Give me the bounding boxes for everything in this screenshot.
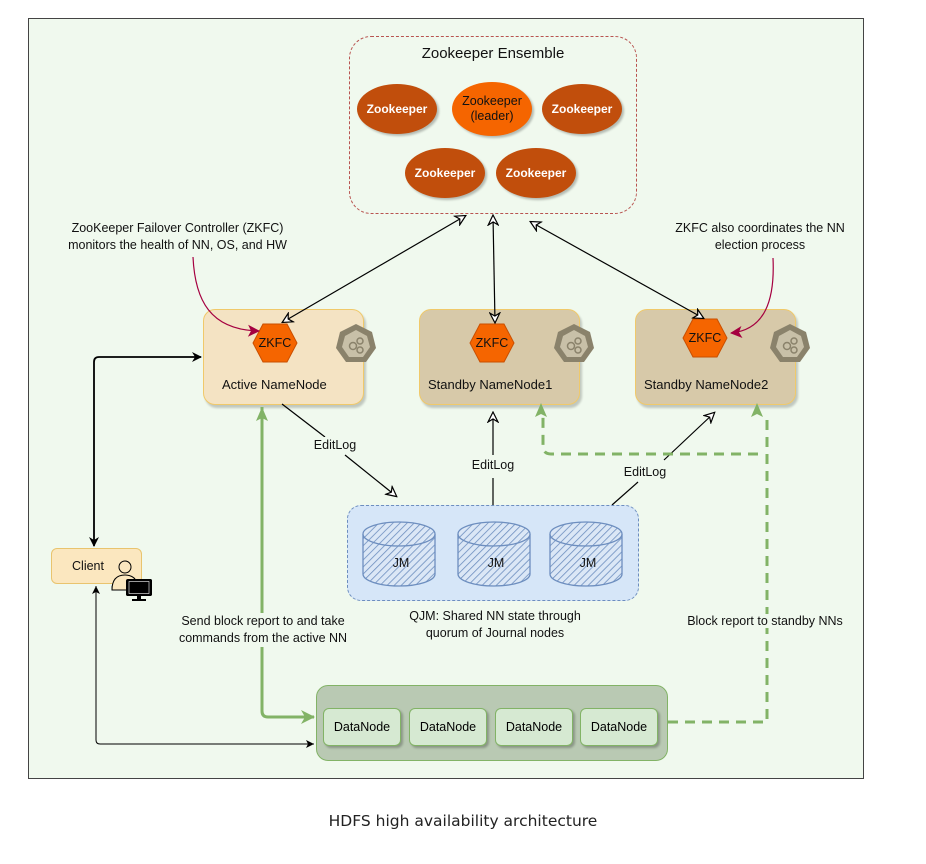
zookeeper-ensemble-title: Zookeeper Ensemble	[421, 45, 565, 62]
zookeeper-node: Zookeeper	[496, 148, 576, 198]
gear-icon	[770, 324, 810, 362]
journal-node-label: JM	[392, 556, 410, 570]
green-arrowhead	[256, 407, 268, 421]
zkfc-annotation-left: ZooKeeper Failover Controller (ZKFC)moni…	[68, 221, 287, 252]
hexagon-icon	[252, 323, 298, 363]
zookeeper-ensemble	[349, 36, 637, 214]
datanode[interactable]: DataNode	[495, 708, 573, 746]
namenode-label: Standby NameNode2	[644, 377, 769, 392]
zkfc-badge: ZKFC	[469, 323, 515, 363]
green-arrowhead	[535, 403, 547, 417]
client-to-active-arrow	[89, 352, 202, 547]
user-computer-icon	[111, 560, 152, 601]
zk-to-standby1-arrow	[493, 216, 495, 322]
zk-to-active-arrow	[283, 216, 465, 322]
client-label: Client	[72, 559, 104, 573]
namenode-label: Standby NameNode1	[428, 377, 553, 392]
annotation-arrow-left	[192, 256, 260, 337]
zookeeper-node: Zookeeper	[357, 84, 437, 134]
figure-caption: HDFS high availability architecture	[328, 812, 598, 830]
datanode[interactable]: DataNode	[580, 708, 658, 746]
journal-nodes	[362, 521, 623, 587]
annotation-arrow-right	[730, 257, 774, 339]
hexagon-icon	[469, 323, 515, 363]
gear-icon	[336, 324, 376, 362]
journal-node-label: JM	[487, 556, 505, 570]
editlog-label: EditLog	[620, 464, 670, 481]
block-report-standby-arrow	[668, 414, 769, 724]
editlog-arrow-standby2	[663, 413, 714, 461]
journal-node-cylinder	[549, 521, 623, 587]
journal-node-cylinder	[457, 521, 531, 587]
zookeeper-node: Zookeeper	[542, 84, 622, 134]
green-arrowhead	[751, 403, 763, 417]
editlog-label: EditLog	[468, 457, 518, 474]
zkfc-badge: ZKFC	[252, 323, 298, 363]
hexagon-icon	[682, 318, 728, 358]
zookeeper-leader-node: Zookeeper(leader)	[452, 82, 532, 136]
datanode[interactable]: DataNode	[409, 708, 487, 746]
gear-icon	[554, 324, 594, 362]
datanode-active-arrow	[260, 407, 315, 724]
zkfc-badge: ZKFC	[682, 318, 728, 358]
journal-node-label: JM	[579, 556, 597, 570]
zk-to-standby2-arrow	[531, 222, 703, 318]
zookeeper-node: Zookeeper	[405, 148, 485, 198]
client-to-datanode-arrow	[92, 586, 314, 748]
block-report-standby1-arrow	[541, 414, 758, 456]
editlog-label: EditLog	[310, 437, 360, 454]
namenode-label: Active NameNode	[222, 377, 327, 392]
journal-node-cylinder	[362, 521, 436, 587]
editlog-arrow-active	[344, 454, 396, 496]
editlog-arrow-active	[281, 403, 326, 438]
editlog-arrow-standby2	[611, 481, 639, 506]
datanode-group: DataNode DataNode DataNode DataNode	[316, 685, 668, 761]
block-standby-annotation: Block report to standby NNs	[687, 614, 843, 628]
datanode[interactable]: DataNode	[323, 708, 401, 746]
